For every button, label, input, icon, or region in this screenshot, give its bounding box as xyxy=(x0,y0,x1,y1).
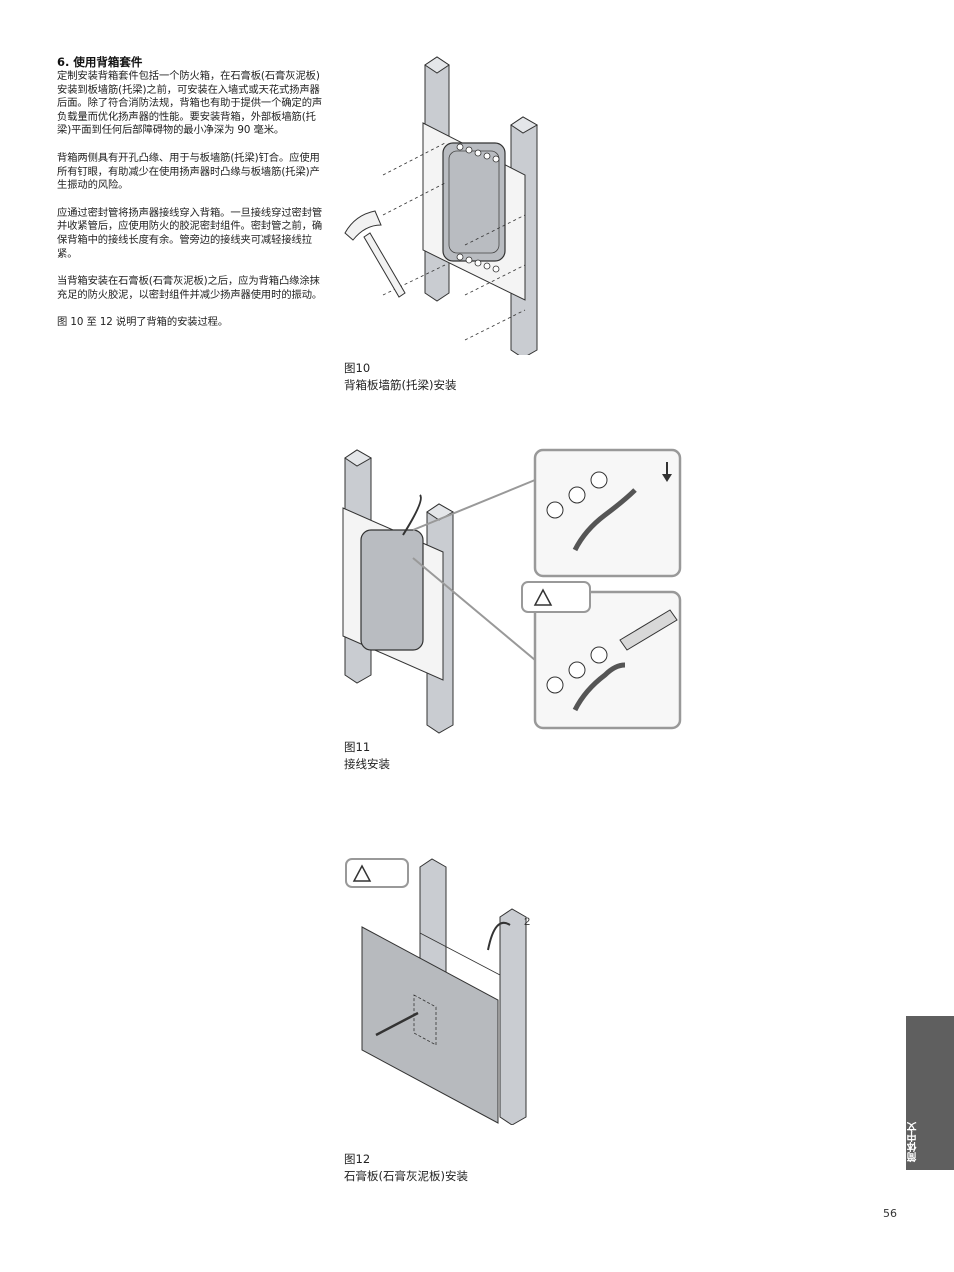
paragraph-wiring: 应通过密封管将扬声器接线穿入背箱。一旦接线穿过密封管并收紧管后，应使用防火的胶泥… xyxy=(57,206,323,260)
figure-10-title: 背箱板墙筋(托梁)安装 xyxy=(344,378,457,392)
language-tab-label: 简体中文 xyxy=(908,1122,919,1162)
figure-11-title: 接线安装 xyxy=(344,757,390,771)
paragraph-figures-ref: 图 10 至 12 说明了背箱的安装过程。 xyxy=(57,316,229,329)
figure-12-title: 石膏板(石膏灰泥板)安装 xyxy=(344,1169,468,1183)
figure-11-illustration xyxy=(342,448,682,734)
figure-12-caption: 图12 石膏板(石膏灰泥板)安装 xyxy=(344,1151,468,1185)
language-tab: 简体中文 xyxy=(906,1016,954,1170)
figure-12-label: 2 xyxy=(524,916,530,928)
figure-12-number: 图12 xyxy=(344,1152,371,1166)
page-number: 56 xyxy=(883,1207,897,1220)
paragraph-flanges: 背箱两侧具有开孔凸缘、用于与板墙筋(托梁)钉合。应使用所有钉眼，有助减少在使用扬… xyxy=(57,151,320,192)
figure-11-number: 图11 xyxy=(344,740,371,754)
figure-10-illustration xyxy=(344,56,539,355)
paragraph-intro: 定制安装背箱套件包括一个防火箱，在石膏板(石膏灰泥板)安装到板墙筋(托梁)之前，… xyxy=(57,70,323,137)
paragraph-drywall: 当背箱安装在石膏板(石膏灰泥板)之后，应为背箱凸缘涂抹充足的防火胶泥，以密封组件… xyxy=(57,275,323,301)
figure-10-caption: 图10 背箱板墙筋(托梁)安装 xyxy=(344,360,456,394)
text-column: 6. 使用背箱套件 定制安装背箱套件包括一个防火箱，在石膏板(石膏灰泥板)安装到… xyxy=(57,55,325,344)
section-heading: 6. 使用背箱套件 xyxy=(57,55,143,69)
figure-10-number: 图10 xyxy=(344,361,371,375)
figure-12-illustration: 2 xyxy=(345,858,530,1125)
figure-11-caption: 图11 接线安装 xyxy=(344,739,390,773)
